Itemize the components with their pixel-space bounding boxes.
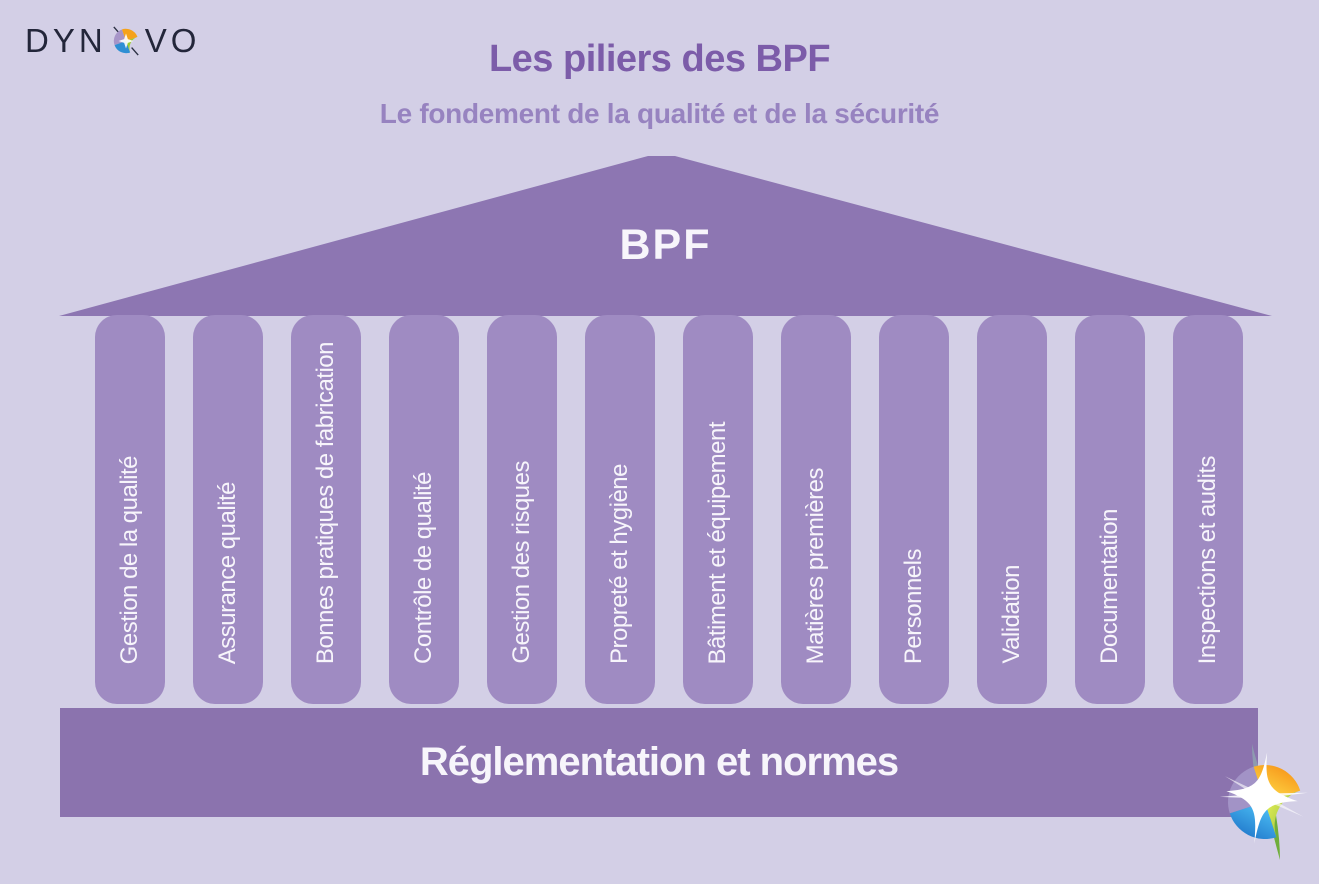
dynovo-globe-star-icon [1219,744,1308,860]
pillar: Bonnes pratiques de fabrication [291,315,361,704]
brand-suffix: VO [144,22,201,59]
pediment-roof [59,156,1272,316]
pillar-label: Assurance qualité [214,481,241,664]
pillar: Propreté et hygiène [585,315,655,704]
pillar: Inspections et audits [1173,315,1243,704]
pillar: Gestion de la qualité [95,315,165,704]
pillar-label: Personnels [900,548,927,664]
pillar: Contrôle de qualité [389,315,459,704]
pillar-label: Inspections et audits [1194,455,1221,664]
pillar-label: Bâtiment et équipement [704,421,731,665]
brand-logo: DYN VO [25,24,200,57]
foundation-bar: Réglementation et normes [60,708,1258,817]
pillar: Matières premières [781,315,851,704]
page-title: Les piliers des BPF [488,38,831,80]
brand-prefix: DYN [25,22,107,59]
pillar-row: Gestion de la qualité Assurance qualité Bo… [95,315,1243,704]
foundation-label: Réglementation et normes [419,740,899,784]
pillar-label: Validation [998,565,1025,664]
dynovo-sphere-icon [112,25,139,56]
pillar-label: Propreté et hygiène [606,464,633,664]
pillar: Assurance qualité [193,315,263,704]
pillar-label: Bonnes pratiques de fabrication [312,341,339,664]
pillar: Gestion des risques [487,315,557,704]
page-subtitle: Le fondement de la qualité et de la sécu… [379,98,940,129]
pediment-label: BPF [619,221,712,269]
pillar-label: Documentation [1096,509,1123,664]
pillar-label: Gestion de la qualité [116,455,143,664]
pillar: Bâtiment et équipement [683,315,753,704]
pillar: Validation [977,315,1047,704]
pillar-label: Contrôle de qualité [410,472,437,664]
pillar-label: Matières premières [802,467,829,664]
pillar: Personnels [879,315,949,704]
pillar: Documentation [1075,315,1145,704]
pillar-label: Gestion des risques [508,461,535,664]
